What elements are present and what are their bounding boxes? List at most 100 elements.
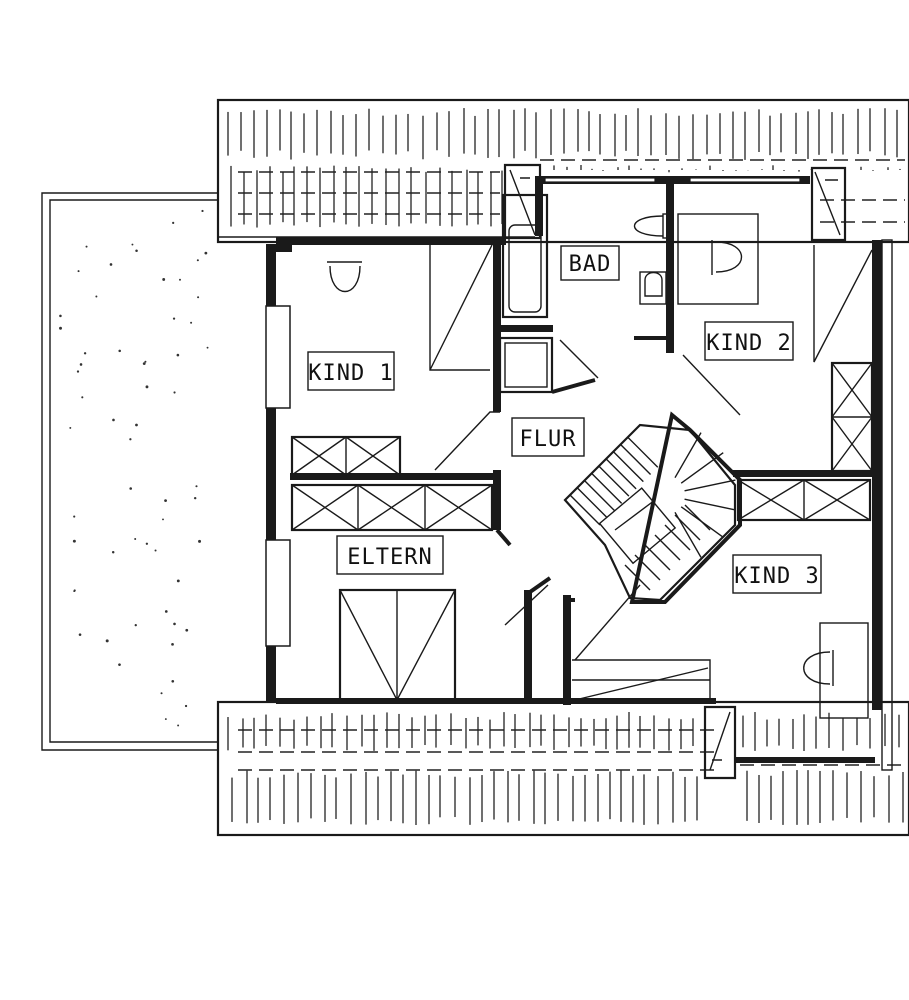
balcony-speck xyxy=(134,624,137,627)
hatch-line xyxy=(684,498,736,511)
balcony-speck xyxy=(206,346,209,349)
bathroom-fixtures xyxy=(498,193,670,394)
balcony-speck xyxy=(198,539,202,543)
balcony-speck xyxy=(204,251,208,255)
hatch-line xyxy=(569,494,601,526)
hatch-line xyxy=(576,487,608,519)
balcony-speck xyxy=(144,360,147,363)
balcony-speck xyxy=(105,639,109,643)
balcony-speck xyxy=(83,352,87,355)
balcony-speck xyxy=(111,550,115,554)
chair-icon xyxy=(327,261,362,293)
balcony-speck xyxy=(135,249,138,253)
balcony-speck xyxy=(112,418,115,422)
balcony-speck xyxy=(173,391,176,394)
hatch-line xyxy=(684,479,736,492)
hatch-line xyxy=(684,504,711,531)
balcony-speck xyxy=(76,370,80,373)
balcony-speck xyxy=(196,259,199,262)
balcony-speck xyxy=(135,423,138,427)
balcony-speck xyxy=(129,487,133,490)
balcony-speck xyxy=(131,243,134,246)
hatch-line xyxy=(624,564,651,591)
balcony-speck xyxy=(73,515,76,518)
balcony-speck xyxy=(142,362,146,365)
balcony-speck xyxy=(59,326,62,330)
wardrobes xyxy=(290,361,874,532)
balcony-speck xyxy=(73,589,76,592)
hatch-line xyxy=(612,451,644,483)
balcony-speck xyxy=(184,704,188,708)
balcony-speck xyxy=(118,349,121,353)
balcony-speck xyxy=(190,321,193,324)
balcony-speck xyxy=(193,496,197,500)
toilet-icon xyxy=(633,213,670,239)
balcony-speck xyxy=(109,263,113,266)
balcony-speck xyxy=(201,209,204,213)
sink-icon xyxy=(639,271,667,305)
room-label-kind1: KIND 1 xyxy=(308,361,393,386)
balcony-speck xyxy=(177,724,180,727)
hatch-line xyxy=(674,514,701,541)
balcony-speck xyxy=(173,622,176,626)
room-label-flur: FLUR xyxy=(520,427,577,452)
room-label-kind2: KIND 2 xyxy=(706,331,791,356)
balcony-speck xyxy=(162,278,166,281)
hatch-line xyxy=(591,472,623,504)
balcony-speck xyxy=(172,221,175,224)
hatch-line xyxy=(583,480,615,512)
balcony-speck xyxy=(162,518,164,521)
hatch-line xyxy=(680,452,724,484)
balcony-speck xyxy=(176,579,180,583)
balcony-speck xyxy=(145,542,149,545)
balcony-speck xyxy=(164,610,168,613)
roof-bottom xyxy=(216,700,909,837)
hatch-line xyxy=(644,544,671,571)
balcony-speck xyxy=(172,317,176,320)
slope-lines xyxy=(429,244,873,703)
balcony-speck xyxy=(195,485,198,488)
balcony-speck xyxy=(171,679,175,683)
room-label-kind3: KIND 3 xyxy=(734,564,819,589)
balcony-speck xyxy=(160,692,163,695)
hatch-line xyxy=(634,554,661,581)
hatch-line xyxy=(620,443,652,475)
balcony-speck xyxy=(118,663,121,667)
balcony-speck xyxy=(59,314,62,318)
balcony-speck xyxy=(79,363,83,366)
balcony-speck xyxy=(145,385,149,389)
balcony-speck xyxy=(164,499,167,502)
balcony-speck xyxy=(176,353,180,357)
hatch-line xyxy=(654,534,681,561)
interior-walls xyxy=(290,178,873,705)
balcony-speck xyxy=(179,278,181,281)
balcony-speck xyxy=(129,438,132,441)
room-label-bad: BAD xyxy=(569,252,612,277)
balcony-speck xyxy=(134,537,137,540)
hatch-line xyxy=(664,524,691,551)
hatch-line xyxy=(674,432,702,479)
balcony-speck xyxy=(77,270,80,273)
balcony-speck xyxy=(81,396,84,399)
balcony-speck xyxy=(197,296,200,299)
room-label-eltern: ELTERN xyxy=(347,545,432,570)
room-labels: BAD KIND 1 KIND 2 FLUR ELTERN KIND 3 xyxy=(307,245,822,594)
balcony-speck xyxy=(164,718,167,720)
balcony-speck xyxy=(72,539,76,543)
balcony-speck xyxy=(95,295,98,298)
balcony-speck xyxy=(78,633,82,636)
chair-icon xyxy=(803,650,834,686)
hatch-line xyxy=(605,458,637,490)
chair-icon xyxy=(711,240,743,275)
exterior-walls xyxy=(265,176,893,771)
roof-top xyxy=(216,98,909,244)
balcony-speck xyxy=(85,245,88,248)
balcony-speck xyxy=(154,549,157,552)
furniture xyxy=(327,213,869,719)
staircase xyxy=(563,411,742,604)
balcony xyxy=(41,192,218,751)
balcony-speck xyxy=(185,628,189,632)
hatch-line xyxy=(598,465,630,497)
hatch-line xyxy=(627,436,659,468)
